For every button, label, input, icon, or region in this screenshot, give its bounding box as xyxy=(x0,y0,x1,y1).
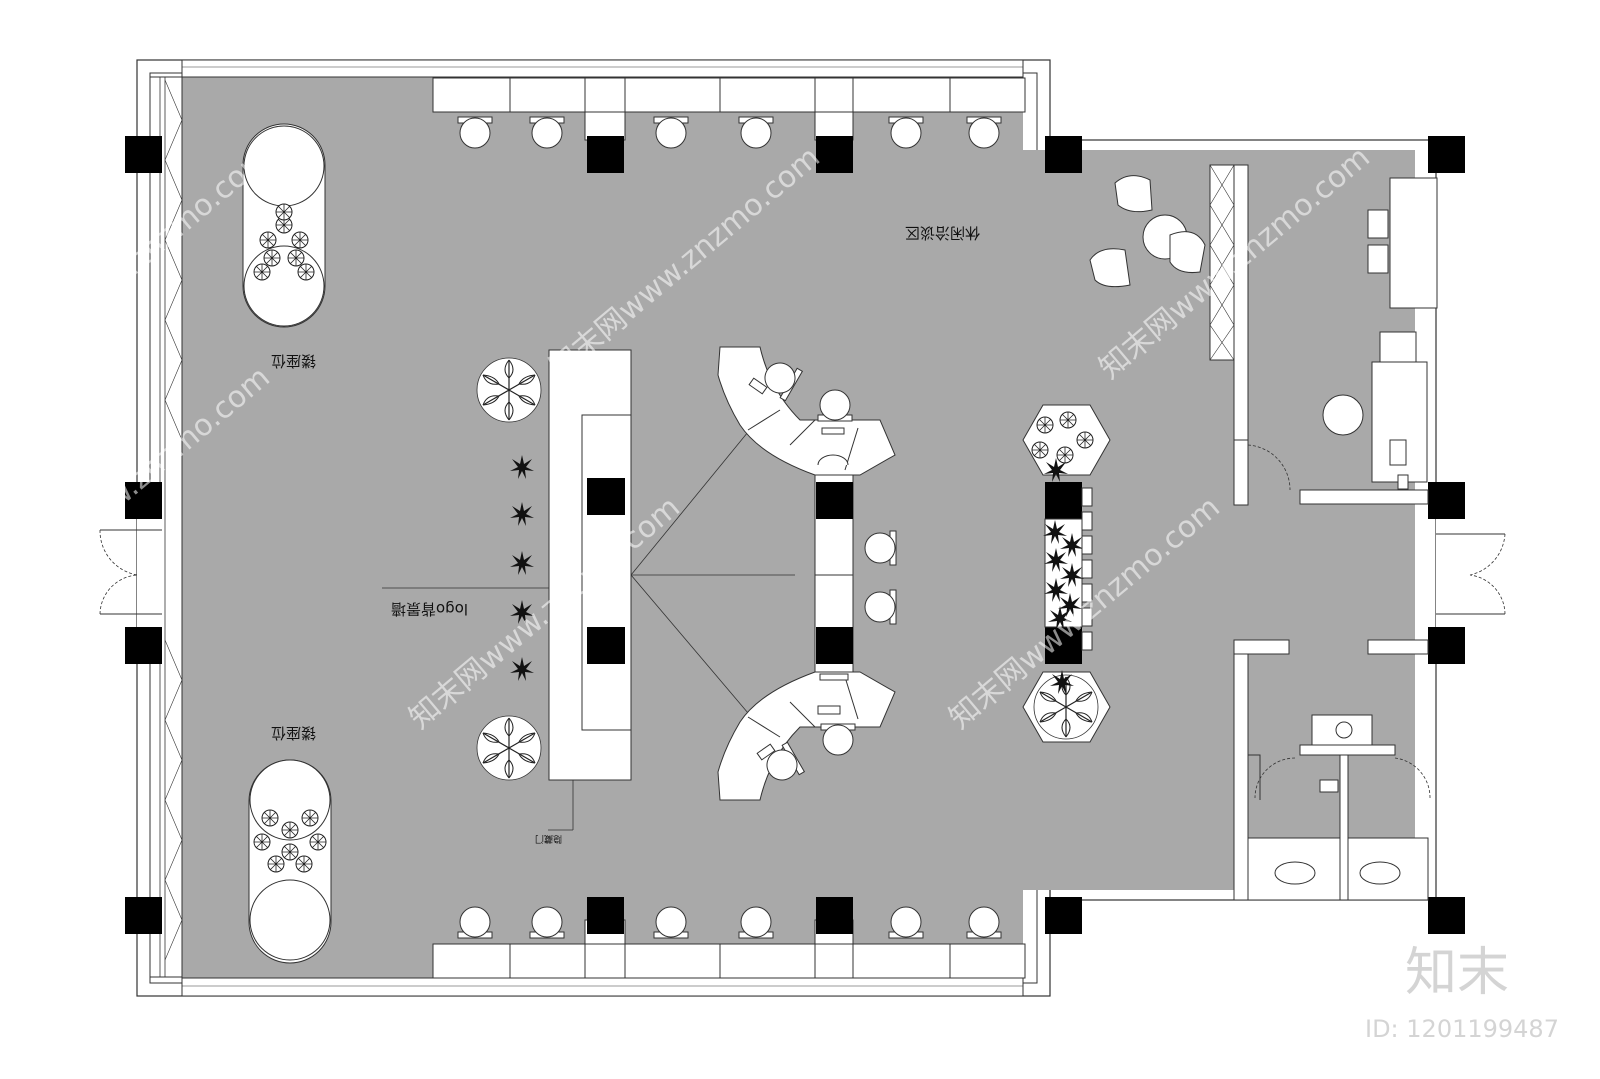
entry-door-left xyxy=(99,519,162,627)
top-counter xyxy=(432,77,1026,141)
entry-door-right xyxy=(1436,519,1506,627)
door-swing-icon xyxy=(1247,444,1291,491)
top-window xyxy=(181,59,1024,78)
toilet-icon xyxy=(1359,861,1401,885)
computer-icon xyxy=(821,427,845,435)
leisure-furniture xyxy=(1089,175,1206,288)
plant-icon xyxy=(476,357,542,423)
logo-wall xyxy=(382,349,632,831)
seat-capsule-bottom xyxy=(248,759,332,964)
bottom-counter xyxy=(432,919,1026,979)
door-swing-icon xyxy=(99,529,138,576)
plant-icon xyxy=(476,715,542,781)
door-swing-icon xyxy=(1254,757,1296,799)
chair-icon xyxy=(1089,248,1131,288)
brand-logo: 知末 xyxy=(1405,943,1509,1003)
planter-wall xyxy=(1022,404,1111,743)
logo-wall-label: logo背景墙 xyxy=(391,600,468,618)
seat-label-bottom: 镂座位 xyxy=(271,724,316,742)
columns xyxy=(125,136,1465,934)
curved-desk-bottom xyxy=(717,671,896,801)
office-partition xyxy=(1209,164,1429,506)
hidden-door-label: 隐藏门 xyxy=(535,833,562,845)
computer-icon xyxy=(819,673,849,681)
leisure-area-label: 休闲洽谈区 xyxy=(905,224,980,242)
computer-icon xyxy=(817,705,841,715)
sink-icon xyxy=(1335,721,1353,739)
sight-lines xyxy=(630,431,795,714)
computer-icon xyxy=(748,377,768,395)
curved-desk-top xyxy=(717,346,896,476)
restroom xyxy=(1233,639,1431,901)
toilet-icon xyxy=(1319,779,1339,793)
bottom-window xyxy=(181,977,1024,997)
chair-icon xyxy=(1169,231,1206,273)
toilet-icon xyxy=(1274,861,1316,885)
computer-icon xyxy=(756,743,776,761)
chair-icon xyxy=(1114,175,1153,213)
watermark-text: 知末网www.znzmo.com xyxy=(1483,490,1600,736)
seat-capsule-top xyxy=(242,123,326,328)
door-swing-icon xyxy=(1394,757,1431,799)
office-room xyxy=(1322,177,1438,490)
seat-label-top: 镂座位 xyxy=(271,352,316,370)
door-swing-icon xyxy=(99,574,138,615)
image-id: ID: 1201199487 xyxy=(1365,1015,1559,1043)
